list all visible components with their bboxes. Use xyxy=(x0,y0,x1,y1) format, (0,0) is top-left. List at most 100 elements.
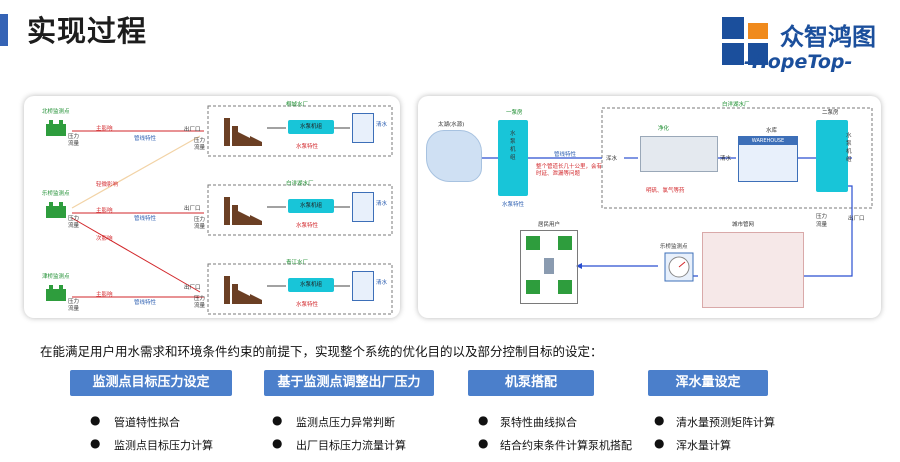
list-item: 监测点压力异常判断 xyxy=(296,416,395,429)
list-item: 泵特性曲线拟合 xyxy=(500,416,577,429)
plant-outlet-label: 出厂口 xyxy=(184,285,201,291)
pressure-label: 压力 xyxy=(816,214,828,220)
city-network-map-icon xyxy=(702,232,804,308)
pipe-note: 整个管道长几十公里，会有时延、泄漏等问题 xyxy=(536,164,603,177)
title-accent-bar xyxy=(0,14,8,46)
station-name: 乐桥监测点 xyxy=(42,191,70,197)
pump-curve-label: 水泵特性 xyxy=(296,144,319,150)
list-item: 结合约束条件计算泵机搭配 xyxy=(500,439,632,452)
monitor-label: 乐桥监测点 xyxy=(660,244,688,250)
station-pressure-label: 压力 xyxy=(68,299,80,305)
plant-flow-label: 流量 xyxy=(194,303,206,309)
main-influence-label: 主影响 xyxy=(96,292,113,298)
list-item: 监测点目标压力计算 xyxy=(114,439,213,452)
plant-flow-label: 流量 xyxy=(194,224,206,230)
adjust-outlet-pressure-button[interactable]: 基于监测点调整出厂压力 xyxy=(264,370,434,396)
bullet-dot: ● xyxy=(478,436,489,450)
station-name: 北桥监测点 xyxy=(42,109,70,115)
reservoir-building-icon xyxy=(352,113,374,143)
station-name: 津桥监测点 xyxy=(42,274,70,280)
bullet-dot: ● xyxy=(478,413,489,427)
pipe-curve-label: 管线特性 xyxy=(134,300,157,306)
pump-house-2-box xyxy=(816,120,848,192)
weak-influence-label: 轻微影响 xyxy=(96,182,119,188)
reservoir-label: 清水 xyxy=(376,201,388,207)
factory-icon xyxy=(224,276,262,304)
hopetop-logo-icon xyxy=(722,17,768,65)
right-diagram-panel: 太湖(水源) 一泵房 水泵机组 水泵特性 管线特性 整个管道长几十公里，会有时延… xyxy=(418,96,881,318)
pump-unit-box: 水泵机组 xyxy=(288,278,334,292)
list-item: 浑水量计算 xyxy=(676,439,731,452)
monitor-station-icon xyxy=(46,202,66,218)
right-diagram-lines xyxy=(480,107,873,279)
outlet-label: 出厂口 xyxy=(848,216,865,222)
pipe-curve-label: 管线特性 xyxy=(134,136,157,142)
pressure-gauge-icon xyxy=(664,252,694,282)
residential-buildings-icon xyxy=(526,236,572,294)
reservoir-building-icon xyxy=(352,192,374,222)
pump-unit-box: 水泵机组 xyxy=(288,199,334,213)
pump-curve-label: 水泵特性 xyxy=(502,202,525,208)
raw-water-setting-button[interactable]: 浑水量设定 xyxy=(648,370,768,396)
plant-name: 青江水厂 xyxy=(286,260,309,266)
bullet-dot: ● xyxy=(654,436,665,450)
lake-label: 太湖(水源) xyxy=(438,122,465,128)
pump-unit-box: 水泵机组 xyxy=(288,120,334,134)
bullet-dot: ● xyxy=(654,413,665,427)
brand-sub: -HopeTop- xyxy=(744,51,853,73)
plant-label: 白洋湖水厂 xyxy=(722,102,750,108)
bullet-dot: ● xyxy=(272,413,283,427)
purification-equipment-icon xyxy=(640,136,718,172)
plant-pressure-label: 压力 xyxy=(194,217,206,223)
factory-icon xyxy=(224,118,262,146)
page-title: 实现过程 xyxy=(27,14,148,48)
pump-curve-label: 水泵特性 xyxy=(296,223,319,229)
lake-map-icon xyxy=(426,130,482,182)
pump-house-1-unit: 水泵机组 xyxy=(510,131,516,161)
left-diagram-panel: 北桥监测点 压力 流量 主影响 管线特性 乐桥监测点 压力 流量 主影响 管线特… xyxy=(24,96,400,318)
purify-label: 净化 xyxy=(658,126,670,132)
plant-name: 桐城水厂 xyxy=(286,102,309,108)
plant-flow-label: 流量 xyxy=(194,145,206,151)
monitor-target-pressure-button[interactable]: 监测点目标压力设定 xyxy=(70,370,232,396)
bullet-dot: ● xyxy=(272,436,283,450)
plant-outlet-label: 出厂口 xyxy=(184,206,201,212)
reservoir-label: 清水 xyxy=(376,122,388,128)
monitor-station-icon xyxy=(46,120,66,136)
minor-influence-label: 次影响 xyxy=(96,236,113,242)
brand-name: 众智鸿图 xyxy=(780,23,876,51)
left-diagram-lines xyxy=(71,105,393,315)
list-item: 清水量预测矩阵计算 xyxy=(676,416,775,429)
bullet-dot: ● xyxy=(90,436,101,450)
pump-house-2-unit: 水泵机组 xyxy=(846,133,852,163)
network-label: 城市管网 xyxy=(732,222,755,228)
reservoir-building-icon xyxy=(352,271,374,301)
chemicals-label: 明矾、氯气等药 xyxy=(646,188,685,194)
station-flow-label: 流量 xyxy=(68,306,80,312)
pump-house-1-label: 一泵房 xyxy=(506,110,523,116)
station-pressure-label: 压力 xyxy=(68,134,80,140)
residents-label: 居民用户 xyxy=(538,222,561,228)
main-influence-label: 主影响 xyxy=(96,208,113,214)
factory-icon xyxy=(224,197,262,225)
list-item: 出厂目标压力流量计算 xyxy=(296,439,406,452)
reservoir-label: 水库 xyxy=(766,128,778,134)
raw-water-label: 浑水 xyxy=(606,156,618,162)
plant-name: 白洋湖水厂 xyxy=(286,181,314,187)
station-pressure-label: 压力 xyxy=(68,216,80,222)
reservoir-label: 清水 xyxy=(376,280,388,286)
summary-text: 在能满足用户用水需求和环境条件约束的前提下，实现整个系统的优化目的以及部分控制目… xyxy=(40,344,603,359)
residents-box xyxy=(520,230,578,304)
pump-combination-button[interactable]: 机泵搭配 xyxy=(468,370,594,396)
pump-house-2-label: 二泵房 xyxy=(822,110,839,116)
flow-label: 流量 xyxy=(816,222,828,228)
warehouse-icon: WAREHOUSE xyxy=(738,136,798,182)
clear-water-label: 清水 xyxy=(720,156,732,162)
pipe-curve-label: 管线特性 xyxy=(554,152,577,158)
pump-curve-label: 水泵特性 xyxy=(296,302,319,308)
plant-pressure-label: 压力 xyxy=(194,296,206,302)
station-flow-label: 流量 xyxy=(68,141,80,147)
warehouse-sign: WAREHOUSE xyxy=(739,137,797,145)
bullet-dot: ● xyxy=(90,413,101,427)
list-item: 管道特性拟合 xyxy=(114,416,180,429)
